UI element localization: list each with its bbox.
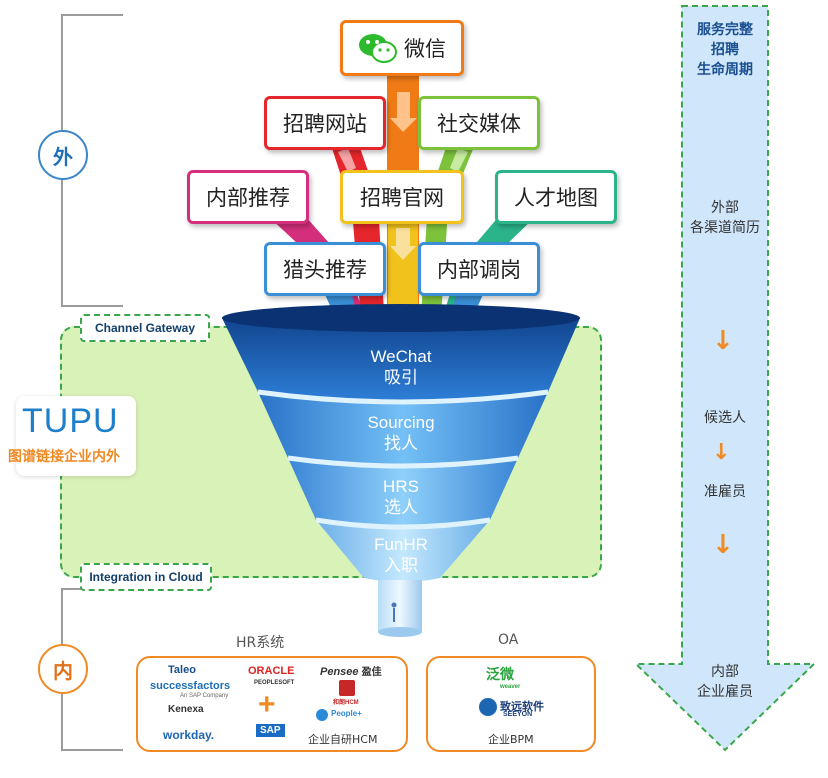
pensee-logo-text: Pensee <box>320 666 359 678</box>
oa-title: OA <box>498 632 519 648</box>
seeyon-icon <box>479 698 497 716</box>
channel-headhunter: 猎头推荐 <box>264 242 386 296</box>
lifecycle-title-line-2: 招聘 <box>711 42 739 58</box>
taleo-logo: Taleo <box>168 664 196 676</box>
stage-sourcing-cn: 找人 <box>384 434 418 453</box>
lifecycle-stage-pre-employee: 准雇员 <box>704 484 746 500</box>
stage-wechat-en: WeChat <box>370 347 432 366</box>
lifecycle-stage-candidate: 候选人 <box>704 410 746 426</box>
successfactors-sub: An SAP Company <box>180 693 229 699</box>
brand-slogan: 图谱链接企业内外 <box>8 448 120 464</box>
lifecycle-stage-employee-line-1: 内部 <box>711 664 739 680</box>
workday-logo: workday. <box>163 728 215 742</box>
lifecycle-stage-employee-line-2: 企业雇员 <box>697 684 753 700</box>
channel-internal-transfer: 内部调岗 <box>418 242 540 296</box>
down-arrow-icon: ↓ <box>712 326 734 356</box>
pensee-logo-cn: 盈佳 <box>361 667 382 678</box>
oa-box <box>426 656 596 752</box>
stage-funhr: FunHR 入职 <box>341 534 461 576</box>
wechat-icon <box>359 34 397 63</box>
stage-funhr-en: FunHR <box>374 535 428 554</box>
stage-funhr-cn: 入职 <box>384 556 418 575</box>
stage-hrs-en: HRS <box>383 477 419 496</box>
channel-gateway-tag: Channel Gateway <box>80 314 210 342</box>
hcm-logo: 和朗HCM <box>333 700 359 706</box>
stage-sourcing: Sourcing 找人 <box>341 412 461 454</box>
stage-wechat-cn: 吸引 <box>384 368 418 387</box>
people-plus-icon <box>316 709 328 721</box>
lifecycle-stage-external-line-1: 外部 <box>711 200 739 216</box>
lifecycle-stage-employee: 内部 企业雇员 <box>672 662 778 702</box>
hcm-logo-icon <box>339 680 355 696</box>
people-plus-logo: People+ <box>331 709 362 718</box>
channel-talent-map: 人才地图 <box>495 170 617 224</box>
stage-hrs: HRS 选人 <box>341 476 461 518</box>
lifecycle-title: 服务完整 招聘 生命周期 <box>682 20 768 80</box>
channel-social-media: 社交媒体 <box>418 96 540 150</box>
brand-card <box>16 396 136 476</box>
kenexa-logo: Kenexa <box>168 704 204 715</box>
hr-system-title: HR系统 <box>236 635 285 651</box>
tupu-logo: TUPU <box>22 402 119 440</box>
outer-bracket-bottom <box>61 305 123 307</box>
lifecycle-stage-external-line-2: 各渠道简历 <box>690 220 760 236</box>
channel-internal-referral: 内部推荐 <box>187 170 309 224</box>
seeyon-en: SEEYON <box>503 711 533 718</box>
peoplesoft-logo: PEOPLESOFT <box>254 680 295 686</box>
channel-wechat-label: 微信 <box>404 37 446 61</box>
channel-wechat: 微信 <box>340 20 464 76</box>
channel-recruit-sites: 招聘网站 <box>264 96 386 150</box>
weaver-en: weaver <box>500 684 521 690</box>
down-arrow-icon: ↓ <box>712 530 734 560</box>
lifecycle-arrow <box>633 5 817 752</box>
lifecycle-stage-external: 外部 各渠道简历 <box>672 198 778 238</box>
plus-icon: + <box>258 688 276 721</box>
stage-sourcing-en: Sourcing <box>367 413 435 432</box>
integration-cloud-tag: Integration in Cloud <box>80 563 212 591</box>
hcm-caption: 企业自研HCM <box>308 733 378 746</box>
funnel <box>222 304 580 637</box>
seeyon-cn: 致远软件 <box>500 701 544 713</box>
bpm-caption: 企业BPM <box>488 733 534 746</box>
down-arrow-icon: ↓ <box>712 440 731 465</box>
successfactors-logo: successfactors <box>150 680 231 692</box>
weaver-cn: 泛微 <box>486 666 514 682</box>
channel-career-site: 招聘官网 <box>340 170 464 224</box>
lifecycle-title-line-1: 服务完整 <box>697 22 753 38</box>
lifecycle-title-line-3: 生命周期 <box>697 62 753 78</box>
oracle-logo: ORACLE <box>248 665 295 677</box>
inner-bracket-bottom <box>61 749 123 751</box>
weaver-logo: 泛微 <box>486 664 514 684</box>
stage-wechat: WeChat 吸引 <box>341 346 461 388</box>
stage-hrs-cn: 选人 <box>384 498 418 517</box>
pensee-logo: Pensee 盈佳 <box>320 663 382 678</box>
outer-bracket-top <box>61 14 123 16</box>
outer-circle-label: 外 <box>38 130 88 180</box>
inner-circle-label: 内 <box>38 644 88 694</box>
sap-logo: SAP <box>256 724 285 737</box>
